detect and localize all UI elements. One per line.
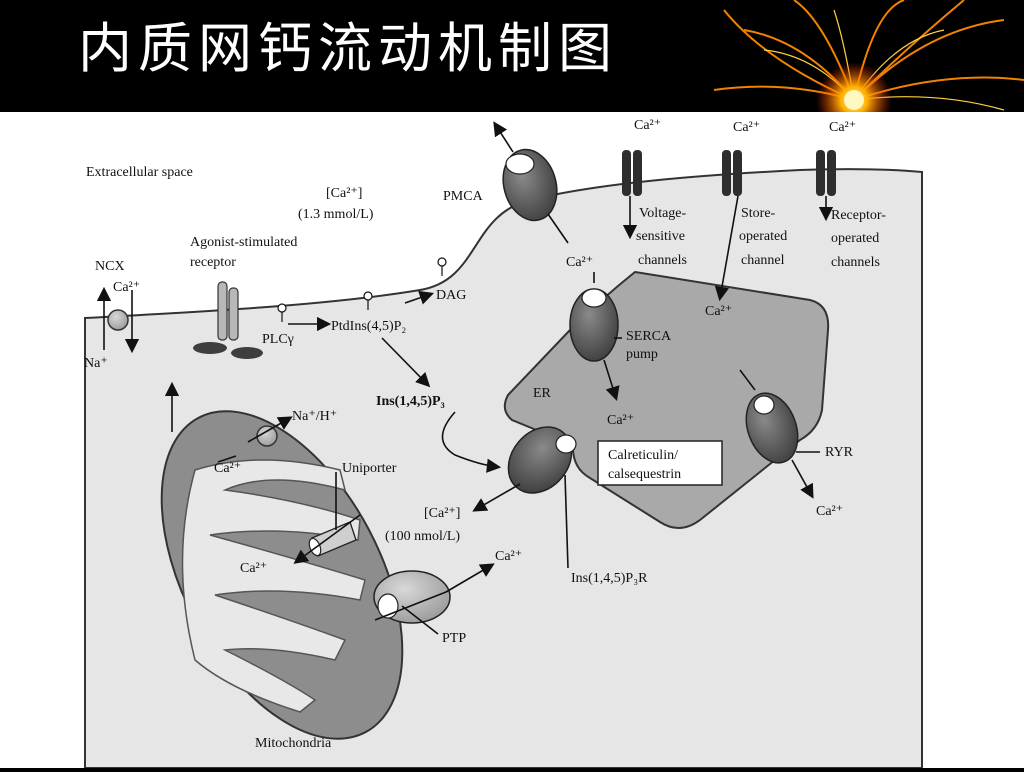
label-ca2-top-3: Ca²⁺ bbox=[829, 120, 856, 135]
slide-header: 内质网钙流动机制图 bbox=[0, 0, 1024, 112]
label-ca-cyto-conc: (100 nmol/L) bbox=[385, 529, 460, 544]
label-ptdins: PtdIns(4,5)P₂ bbox=[331, 319, 406, 334]
label-serca-2: pump bbox=[626, 347, 658, 362]
label-ca2-ryr: Ca²⁺ bbox=[816, 504, 843, 519]
ptp-pore bbox=[373, 570, 451, 624]
label-voltage-1: Voltage- bbox=[639, 206, 687, 221]
label-extracellular-space: Extracellular space bbox=[86, 165, 193, 180]
diagram-panel: Extracellular space [Ca²⁺] (1.3 mmol/L) … bbox=[0, 112, 1024, 769]
mitochondrion bbox=[160, 410, 404, 740]
label-pmca: PMCA bbox=[443, 189, 484, 204]
voltage-channel bbox=[622, 150, 642, 196]
label-store-2: operated bbox=[739, 229, 787, 244]
label-ca2-top-1: Ca²⁺ bbox=[634, 118, 661, 133]
label-uniporter: Uniporter bbox=[342, 461, 397, 476]
label-serca-1: SERCA bbox=[626, 329, 672, 344]
label-voltage-2: sensitive bbox=[636, 229, 685, 244]
label-na-plus: Na⁺ bbox=[84, 356, 108, 371]
label-ca2-mito-inner: Ca²⁺ bbox=[240, 561, 267, 576]
label-ip3r: Ins(1,4,5)P₃R bbox=[571, 571, 648, 586]
label-receptor-op-3: channels bbox=[831, 255, 880, 270]
label-receptor-op-2: operated bbox=[831, 231, 879, 246]
slide-title: 内质网钙流动机制图 bbox=[78, 17, 618, 80]
label-ca2-top-2: Ca²⁺ bbox=[733, 120, 760, 135]
er-calcium-diagram: Extracellular space [Ca²⁺] (1.3 mmol/L) … bbox=[84, 118, 923, 769]
label-ca2-er-serca: Ca²⁺ bbox=[607, 413, 634, 428]
label-mitochondria: Mitochondria bbox=[255, 736, 332, 751]
label-calreticulin-1: Calreticulin/ bbox=[608, 448, 678, 463]
receptor-operated-channel bbox=[816, 150, 836, 196]
label-voltage-3: channels bbox=[638, 253, 687, 268]
ip3-receptor bbox=[507, 426, 577, 494]
label-receptor-op-1: Receptor- bbox=[831, 208, 886, 223]
label-plc: PLCγ bbox=[262, 332, 294, 347]
label-ryr: RYR bbox=[825, 445, 854, 460]
lipid-markers bbox=[277, 257, 447, 322]
label-agonist-1: Agonist-stimulated bbox=[190, 235, 297, 250]
agonist-receptor bbox=[193, 281, 263, 359]
label-calreticulin-2: calsequestrin bbox=[608, 467, 681, 482]
label-store-3: channel bbox=[741, 253, 785, 268]
label-ca-outside-conc: (1.3 mmol/L) bbox=[298, 207, 374, 222]
calreticulin-box bbox=[597, 440, 723, 486]
label-er: ER bbox=[533, 386, 552, 401]
serca-pump bbox=[569, 288, 619, 362]
flow-arrows bbox=[164, 121, 834, 635]
label-ncx: NCX bbox=[95, 259, 125, 274]
label-ca2-er-store: Ca²⁺ bbox=[705, 304, 732, 319]
label-ca2-mito-top: Ca²⁺ bbox=[214, 461, 241, 476]
label-ca-cyto: [Ca²⁺] bbox=[424, 506, 460, 521]
label-agonist-2: receptor bbox=[190, 255, 236, 270]
store-operated-channel bbox=[722, 150, 742, 196]
label-na-h: Na⁺/H⁺ bbox=[292, 409, 337, 424]
ncx-exchanger bbox=[96, 286, 140, 354]
label-ca2-ncx: Ca²⁺ bbox=[113, 280, 140, 295]
label-dag: DAG bbox=[436, 288, 466, 303]
label-ca2-pmca: Ca²⁺ bbox=[566, 255, 593, 270]
label-ptp: PTP bbox=[442, 631, 466, 646]
label-store-1: Store- bbox=[741, 206, 776, 221]
pmca-pump bbox=[502, 148, 558, 222]
ryr-receptor bbox=[745, 392, 799, 464]
label-ca-outside: [Ca²⁺] bbox=[326, 186, 362, 201]
label-ca2-ptp: Ca²⁺ bbox=[495, 549, 522, 564]
fireworks-decoration-icon bbox=[713, 0, 1024, 112]
label-ins-p3: Ins(1,4,5)P₃ bbox=[376, 394, 445, 409]
